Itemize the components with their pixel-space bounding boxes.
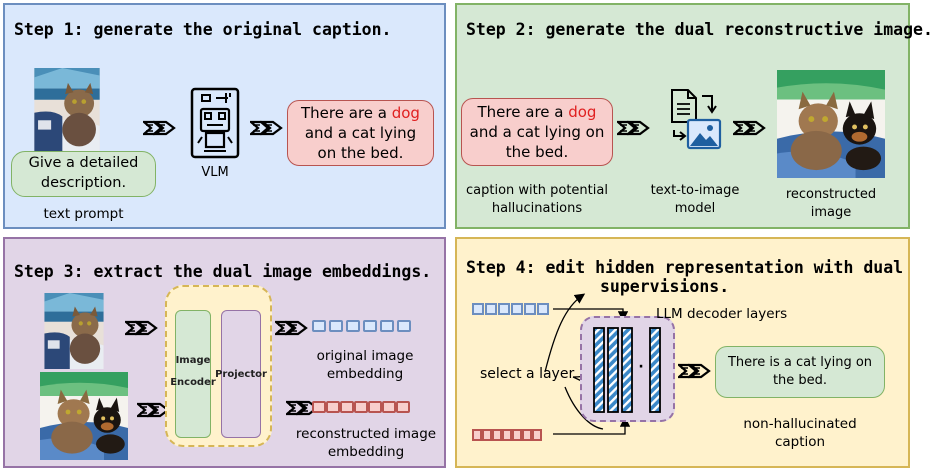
projector-label: Projector bbox=[215, 369, 267, 380]
step4-title-line1: Step 4: edit hidden representation with … bbox=[466, 258, 904, 277]
original-embedding-tokens bbox=[312, 320, 411, 332]
original-embedding-tokens bbox=[472, 303, 549, 315]
reconstructed-embedding-tokens bbox=[312, 401, 410, 413]
double-arrow-icon bbox=[143, 120, 176, 136]
reconstructed-embedding-tokens bbox=[472, 429, 542, 441]
double-arrow-icon bbox=[125, 320, 158, 336]
double-arrow-icon bbox=[678, 363, 711, 379]
caption-label: caption with potential hallucinations bbox=[466, 183, 608, 216]
cat-photo bbox=[34, 68, 100, 152]
layer-ellipsis: · bbox=[638, 359, 644, 375]
reconstructed-photo-small bbox=[40, 372, 128, 460]
hallucinated-word: dog bbox=[568, 102, 597, 121]
caption-with-hallucination-box: There are a dog and a cat lying on the b… bbox=[461, 98, 613, 166]
text-to-image-icon bbox=[671, 89, 722, 150]
t2i-label: text-to-image model bbox=[650, 183, 740, 216]
original-caption-box: There are a dog and a cat lying on the b… bbox=[287, 100, 434, 166]
caption-with-hallucination-text: There are a dog and a cat lying on the b… bbox=[469, 102, 605, 162]
text-prompt-box: Give a detailed description. bbox=[11, 151, 156, 197]
output-caption-box: There is a cat lying on the bed. bbox=[715, 346, 885, 398]
output-caption-label: non-hallucinated caption bbox=[743, 416, 857, 451]
llm-decoder-label: LLM decoder layers bbox=[656, 306, 788, 322]
vlm-robot-icon bbox=[190, 87, 240, 159]
projector-block bbox=[221, 310, 261, 438]
llm-decoder-layers bbox=[593, 327, 661, 413]
double-arrow-icon bbox=[733, 120, 766, 136]
image-encoder-label: Image Encoder bbox=[170, 355, 216, 388]
double-arrow-icon bbox=[617, 120, 650, 136]
original-embedding-label: original image embedding bbox=[316, 348, 414, 383]
text-prompt-text: Give a detailed description. bbox=[28, 155, 139, 191]
vlm-label: VLM bbox=[201, 165, 229, 180]
text-prompt-label: text prompt bbox=[43, 206, 124, 222]
original-caption-text: There are a dog and a cat lying on the b… bbox=[301, 103, 420, 163]
select-layer-label: select a layer bbox=[480, 366, 575, 382]
step1-title: Step 1: generate the original caption. bbox=[14, 20, 392, 39]
hallucinated-word: dog bbox=[391, 103, 420, 122]
reconstructed-image-label: reconstructed image bbox=[785, 187, 877, 220]
double-arrow-icon bbox=[250, 120, 283, 136]
step4-title-line2: supervisions. bbox=[600, 277, 730, 296]
double-arrow-icon bbox=[275, 320, 308, 336]
original-photo bbox=[44, 293, 104, 369]
step2-title: Step 2: generate the dual reconstructive… bbox=[466, 20, 933, 39]
image-encoder-block bbox=[175, 310, 211, 438]
step3-title: Step 3: extract the dual image embedding… bbox=[14, 262, 432, 281]
reconstructed-photo bbox=[777, 70, 885, 178]
output-caption-text: There is a cat lying on the bed. bbox=[727, 355, 873, 388]
reconstructed-embedding-label: reconstructed image embedding bbox=[295, 426, 437, 461]
